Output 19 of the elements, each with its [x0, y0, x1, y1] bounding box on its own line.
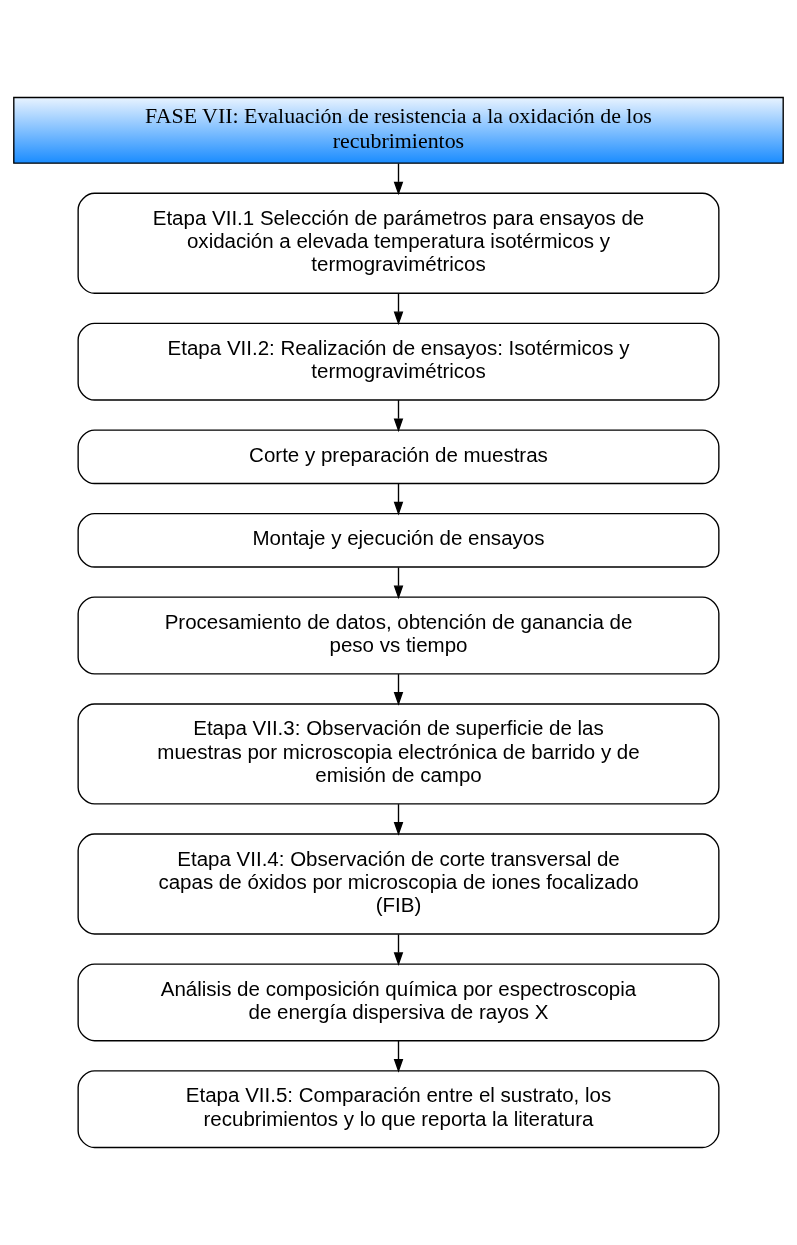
node-box: Etapa VII.2: Realización de ensayos: Isotérmicos y termogravimétricos	[77, 322, 720, 401]
node-box: FASE VII: Evaluación de resistencia a la oxidación de los recubrimientos	[13, 96, 784, 164]
node-box: Corte y preparación de muestras	[77, 429, 720, 485]
node-box: Análisis de composición química por espectroscopia de energía dispersiva de rayos X	[77, 963, 720, 1042]
arrow	[393, 933, 404, 966]
node-box: Etapa VII.5: Comparación entre el sustrato, los recubrimientos y lo que reporta la literatura	[77, 1070, 720, 1149]
arrow	[393, 1040, 404, 1073]
arrow	[393, 803, 404, 836]
node-box: Etapa VII.3: Observación de superficie de las muestras por microscopia electrónica de barrido y de emisión de campo	[77, 703, 720, 805]
node-box: Procesamiento de datos, obtención de ganancia de peso vs tiempo	[77, 596, 720, 675]
arrow	[393, 483, 404, 516]
arrow	[393, 293, 404, 326]
node-box: Etapa VII.4: Observación de corte transversal de capas de óxidos por microscopia de iones focalizado (FIB)	[77, 833, 720, 935]
arrow	[393, 399, 404, 433]
node-box: Montaje y ejecución de ensayos	[77, 512, 720, 568]
arrow	[393, 162, 404, 196]
arrow	[393, 566, 404, 600]
arrow	[393, 673, 404, 706]
node-box: Etapa VII.1 Selección de parámetros para ensayos de oxidación a elevada temperatura isotérmicos y termogravimétricos	[77, 192, 720, 294]
